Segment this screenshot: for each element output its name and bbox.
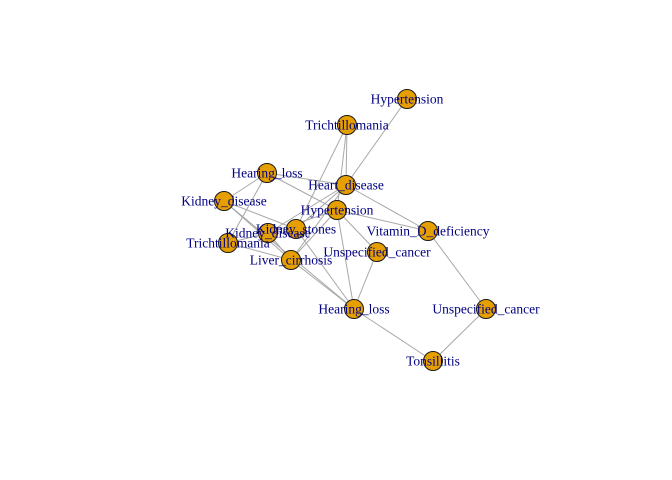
node-tonsillitis [423,351,443,371]
node-vitamin_d [418,221,438,241]
edge-trichtillomania_top-hypertension_mid [336,124,348,211]
edge-heart_disease-liver_cirrhosis [290,184,347,261]
node-label-trichtillomania_left: Trichtillomania [186,236,270,251]
edge-heart_disease-kidney_stones [295,184,347,230]
node-label-hearing_loss_bottom: Hearing_loss [318,302,389,317]
label-layer: HypertensionTrichtillomaniaHearing_lossH… [181,92,540,369]
node-kidney_disease_left [214,191,234,211]
node-label-hypertension_top: Hypertension [371,92,444,107]
edge-kidney_stones-hearing_loss_bottom [295,228,355,310]
node-label-kidney_disease_mid: Kidney_disease [225,226,310,241]
edge-liver_cirrhosis-trichtillomania_left [227,242,292,261]
node-label-heart_disease: Heart_disease [308,178,384,193]
node-label-kidney_stones: Kidney_stones [256,222,336,237]
edge-liver_cirrhosis-hearing_loss_bottom [290,259,355,310]
node-label-tonsillitis: Tonsillitis [406,354,460,369]
node-liver_cirrhosis [281,250,301,270]
node-label-kidney_disease_left: Kidney_disease [181,194,266,209]
node-heart_disease [336,175,356,195]
node-label-hypertension_mid: Hypertension [301,203,374,218]
edge-hearing_loss_bottom-tonsillitis [353,308,434,362]
node-hypertension_top [397,89,417,109]
edge-heart_disease-kidney_disease_mid [267,184,347,234]
node-label-liver_cirrhosis: Liver_cirrhosis [250,253,332,268]
node-label-trichtillomania_top: Trichtillomania [305,118,389,133]
edge-hypertension_top-heart_disease [345,98,408,186]
node-hypertension_mid [327,200,347,220]
edge-trichtillomania_top-kidney_stones [295,124,348,230]
node-unspecified_cancer_mid [367,242,387,262]
node-label-unspecified_cancer_mid: Unspecified_cancer [323,245,431,260]
node-trichtillomania_top [337,115,357,135]
node-layer [214,89,496,371]
edge-unspecified_cancer_right-tonsillitis [432,308,487,362]
edge-kidney_disease_left-kidney_stones [223,200,297,230]
edge-hearing_loss_top-heart_disease [266,172,347,186]
edge-vitamin_d-unspecified_cancer_right [427,230,487,310]
edge-trichtillomania_top-heart_disease [345,124,348,186]
node-label-unspecified_cancer_right: Unspecified_cancer [432,302,540,317]
edge-unspecified_cancer_mid-hearing_loss_bottom [353,251,378,310]
node-unspecified_cancer_right [476,299,496,319]
node-label-vitamin_d: Vitamin_D_deficiency [367,224,490,239]
node-hearing_loss_top [257,163,277,183]
node-trichtillomania_left [218,233,238,253]
node-kidney_disease_mid [258,223,278,243]
node-hearing_loss_bottom [344,299,364,319]
edge-hypertension_mid-liver_cirrhosis [290,209,338,261]
edge-hearing_loss_top-trichtillomania_left [227,172,268,244]
edge-heart_disease-vitamin_d [345,184,429,232]
node-kidney_stones [286,219,306,239]
node-label-hearing_loss_top: Hearing_loss [231,166,302,181]
edge-hypertension_mid-vitamin_d [336,209,429,232]
edge-hypertension_mid-hearing_loss_bottom [336,209,355,310]
